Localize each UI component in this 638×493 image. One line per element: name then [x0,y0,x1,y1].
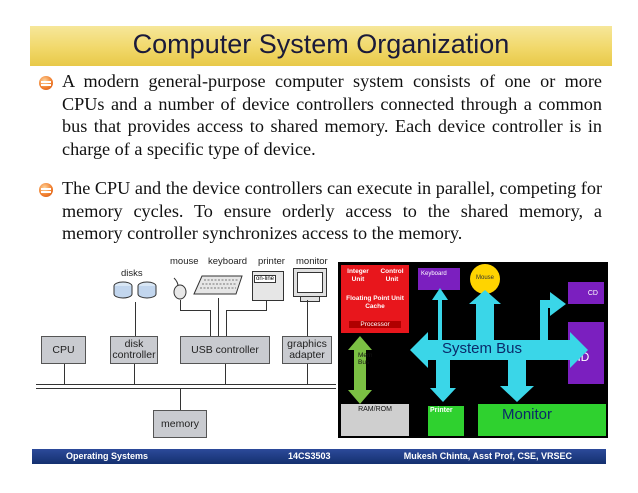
ram-rom-block: RAM/ROM [341,404,409,436]
keyboard-block: Keyboard [418,268,460,290]
ram-rom-label: RAM/ROM [358,406,392,413]
graphics-adapter-box: graphics adapter [282,336,332,364]
monitor-icon [293,268,327,297]
cd-block: CD [568,282,604,304]
keyboard-icon [193,275,243,295]
system-bus-label: System Bus [442,340,523,357]
processor-label: Processor [349,321,401,328]
mem-bus-label: Mem Bus [358,352,373,366]
printer-label: printer [258,256,285,267]
title-bar: Computer System Organization [30,26,612,66]
footer-code: 14CS3503 [288,451,331,461]
monitor-label: monitor [296,256,328,267]
mouse-icon [173,277,187,300]
system-bus-arrows [348,288,588,404]
footer-author: Mukesh Chinta, Asst Prof, CSE, VRSEC [403,451,572,461]
usb-controller-box: USB controller [180,336,270,364]
cd-label: CD [587,290,598,297]
footer-bar: Operating Systems 14CS3503 Mukesh Chinta… [32,449,606,464]
mouse-block: Mouse [470,264,500,294]
bullet-text-2: The CPU and the device controllers can e… [62,178,602,243]
disk-controller-box: disk controller [110,336,158,364]
printer-block: Printer [428,406,464,436]
bullet-icon [39,76,53,90]
monitor-stand [300,296,320,302]
control-unit-label: Control Unit [380,268,404,283]
mouse-label: mouse [170,256,199,267]
online-label: on-line [254,275,277,283]
monitor-block-label: Monitor [502,406,553,423]
processor-block: Integer Unit Control Unit Floating Point… [341,265,409,333]
footer-course: Operating Systems [66,451,149,461]
memory-box: memory [153,410,207,438]
disk-icon [113,281,157,299]
cpu-box: CPU [41,336,86,364]
integer-unit-label: Integer Unit [347,268,369,283]
printer-icon: on-line [252,271,284,301]
monitor-block: Monitor [478,404,606,436]
keyboard-label: keyboard [208,256,248,267]
bullet-icon [39,183,53,197]
bullet-text-1: A modern general-purpose computer system… [62,71,602,159]
keyboard-block-label: Keyboard [421,271,447,277]
fp-unit-label: Floating Point Unit Cache [346,295,404,310]
printer-block-label: Printer [430,407,453,414]
slide-title: Computer System Organization [132,29,510,59]
disks-label: disks [121,268,143,279]
mouse-block-label: Mouse [475,275,494,281]
